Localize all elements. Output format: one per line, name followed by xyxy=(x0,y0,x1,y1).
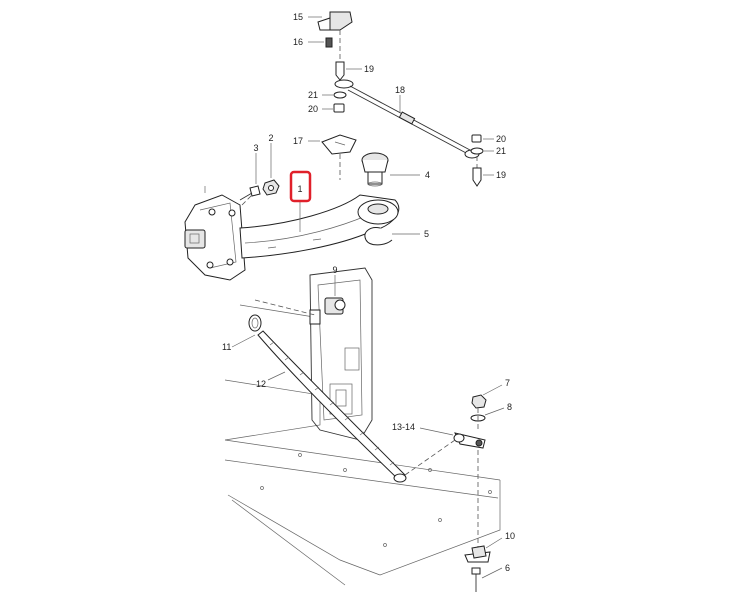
callout-7[interactable]: 7 xyxy=(505,378,510,388)
support-cable-part-12 xyxy=(257,330,407,483)
callout-4[interactable]: 4 xyxy=(425,170,430,180)
clip-part-5 xyxy=(364,227,420,246)
cable-part-18 xyxy=(334,79,480,159)
callout-3[interactable]: 3 xyxy=(253,143,258,153)
striker-part-13-14 xyxy=(404,427,486,476)
bracket-part-17 xyxy=(308,134,357,180)
callout-17[interactable]: 17 xyxy=(293,136,303,146)
callout-2[interactable]: 2 xyxy=(268,133,273,143)
nut-part-20-lower xyxy=(471,134,494,143)
pin-part-19-upper xyxy=(335,61,362,81)
bolt-part-6 xyxy=(471,567,503,592)
callout-10[interactable]: 10 xyxy=(505,531,515,541)
callout-8[interactable]: 8 xyxy=(507,402,512,412)
callout-19-upper[interactable]: 19 xyxy=(364,64,374,74)
callout-9[interactable]: 9 xyxy=(332,265,337,275)
side-pillar xyxy=(309,267,373,441)
callout-21-lower[interactable]: 21 xyxy=(496,146,506,156)
washer-part-8 xyxy=(470,407,505,422)
washer-part-21-lower xyxy=(470,147,494,155)
washer-part-21-upper xyxy=(322,91,347,99)
callout-15[interactable]: 15 xyxy=(293,12,303,22)
plate-part-10 xyxy=(464,537,503,563)
pin-part-19-lower xyxy=(472,167,494,187)
callout-21-upper[interactable]: 21 xyxy=(308,90,318,100)
latch-part-9 xyxy=(254,275,346,325)
selected-part-highlight xyxy=(289,170,312,203)
cable-ring-part-11 xyxy=(231,314,262,348)
callout-16[interactable]: 16 xyxy=(293,37,303,47)
callout-13-14[interactable]: 13-14 xyxy=(392,422,415,432)
bolt-part-3 xyxy=(239,153,261,201)
callout-20-upper[interactable]: 20 xyxy=(308,104,318,114)
callout-20-lower[interactable]: 20 xyxy=(496,134,506,144)
callout-12[interactable]: 12 xyxy=(256,379,266,389)
nut-part-20-upper xyxy=(322,103,345,113)
callout-19-lower[interactable]: 19 xyxy=(496,170,506,180)
callout-11[interactable]: 11 xyxy=(222,342,231,352)
bolt-part-16 xyxy=(308,37,333,48)
callout-18[interactable]: 18 xyxy=(395,85,405,95)
callout-5[interactable]: 5 xyxy=(424,229,429,239)
hinge-assembly xyxy=(184,186,400,281)
nut-part-7 xyxy=(471,384,503,409)
nut-part-2 xyxy=(262,143,280,196)
tailgate-panel xyxy=(224,304,501,586)
callout-6[interactable]: 6 xyxy=(505,563,510,573)
bracket-part-15 xyxy=(308,11,353,31)
callout-1[interactable]: 1 xyxy=(297,184,302,194)
bumper-part-4 xyxy=(361,152,420,187)
